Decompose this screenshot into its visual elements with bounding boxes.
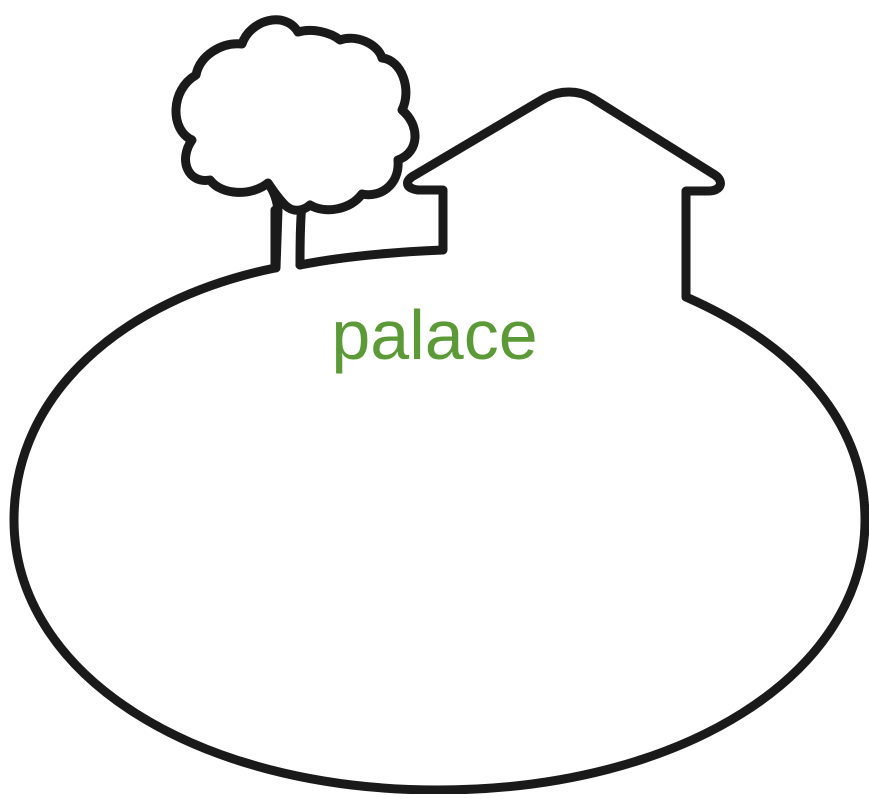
hill-outline [14,92,865,790]
tree-canopy [176,20,415,210]
